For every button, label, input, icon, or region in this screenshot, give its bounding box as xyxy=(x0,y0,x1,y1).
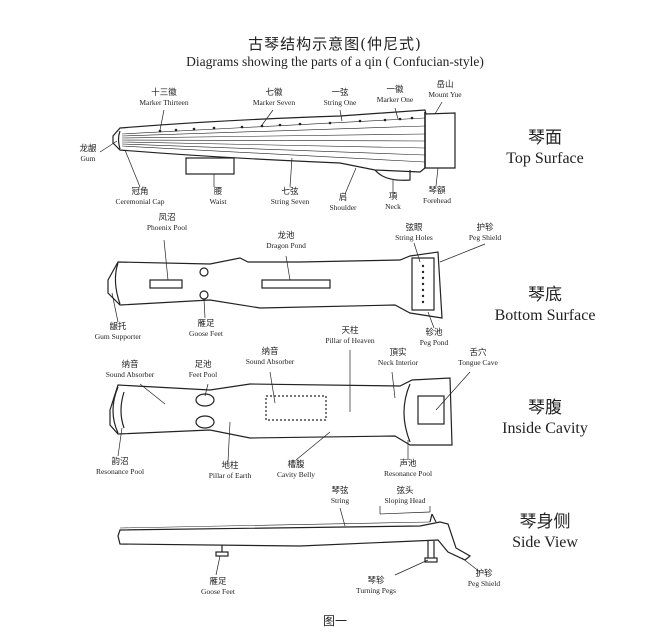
view-title-side: 琴身侧 Side View xyxy=(512,512,578,552)
label-feet-pool: 足池 Feet Pool xyxy=(188,360,218,379)
label-gum-supporter: 龈托 Gum Supporter xyxy=(94,322,142,341)
figure-caption: 图一 xyxy=(322,614,347,628)
hui-markers xyxy=(158,116,414,133)
label-marker-seven: 七徽 Marker Seven xyxy=(252,88,296,107)
label-pillar-of-earth: 地柱 Pillar of Earth xyxy=(208,461,252,480)
inside-cavity-drawing xyxy=(109,350,471,463)
label-goose-feet-bottom: 雁足 Goose Feet xyxy=(189,319,223,338)
label-marker-thirteen: 十三徽 Marker Thirteen xyxy=(139,88,189,107)
label-resonance-pool-2: 声池 Resonance Pool xyxy=(383,459,433,478)
label-string: 琴弦 String xyxy=(330,486,350,505)
label-cavity-belly: 槽腹 Cavity Belly xyxy=(276,460,316,479)
label-peg-shield-bottom: 护轸 Peg Shield xyxy=(468,223,502,242)
string-holes xyxy=(421,264,425,304)
label-sound-absorber-1: 纳音 Sound Absorber xyxy=(105,360,155,379)
label-peg-pond: 轸池 Peg Pond xyxy=(419,328,449,347)
label-neck: 項 Neck xyxy=(385,192,401,211)
label-peg-shield-side: 护轸 Peg Shield xyxy=(467,569,501,588)
label-sound-absorber-2: 纳音 Sound Absorber xyxy=(245,347,295,366)
diagram-title-cn: 古琴结构示意图(仲尼式) xyxy=(248,35,422,53)
label-gum: 龙龈 Gum xyxy=(79,144,97,163)
label-forehead: 琴額 Forehead xyxy=(423,186,451,205)
top-strings xyxy=(121,117,426,163)
label-ceremonial-cap: 冠角 Ceremonial Cap xyxy=(115,187,165,206)
bottom-surface-drawing xyxy=(107,239,486,329)
diagram-title-en: Diagrams showing the parts of a qin ( Co… xyxy=(186,54,484,69)
label-neck-interior: 頂实 Neck Interior xyxy=(377,348,419,367)
label-string-holes: 弦眼 String Holes xyxy=(395,223,433,242)
view-title-top: 琴面 Top Surface xyxy=(506,128,584,168)
label-goose-feet-side: 雁足 Goose Feet xyxy=(201,577,235,596)
label-marker-one: 一徽 Marker One xyxy=(376,85,414,104)
side-view-drawing xyxy=(117,506,481,576)
label-turning-pegs: 琴轸 Turning Pegs xyxy=(356,576,396,595)
label-sloping-head: 弦头 Sloping Head xyxy=(384,486,426,505)
label-string-seven: 七弦 String Seven xyxy=(270,187,310,206)
label-tongue-cave: 舌穴 Tongue Cave xyxy=(458,348,498,367)
label-pillar-of-heaven: 天柱 Pillar of Heaven xyxy=(325,326,375,345)
view-title-bottom: 琴底 Bottom Surface xyxy=(494,285,596,325)
top-surface-drawing xyxy=(99,101,456,196)
label-waist: 腰 Waist xyxy=(209,187,227,206)
label-shoulder: 肩 Shoulder xyxy=(329,193,357,212)
view-title-inside: 琴腹 Inside Cavity xyxy=(502,398,588,438)
label-phoenix-pool: 凤沼 Phoenix Pool xyxy=(146,213,188,232)
label-dragon-pond: 龙池 Dragon Pond xyxy=(266,231,306,250)
label-mount-yue: 岳山 Mount Yue xyxy=(428,80,462,99)
label-string-one: 一弦 String One xyxy=(323,88,357,107)
label-resonance-pool-1: 韵沼 Resonance Pool xyxy=(95,457,145,476)
